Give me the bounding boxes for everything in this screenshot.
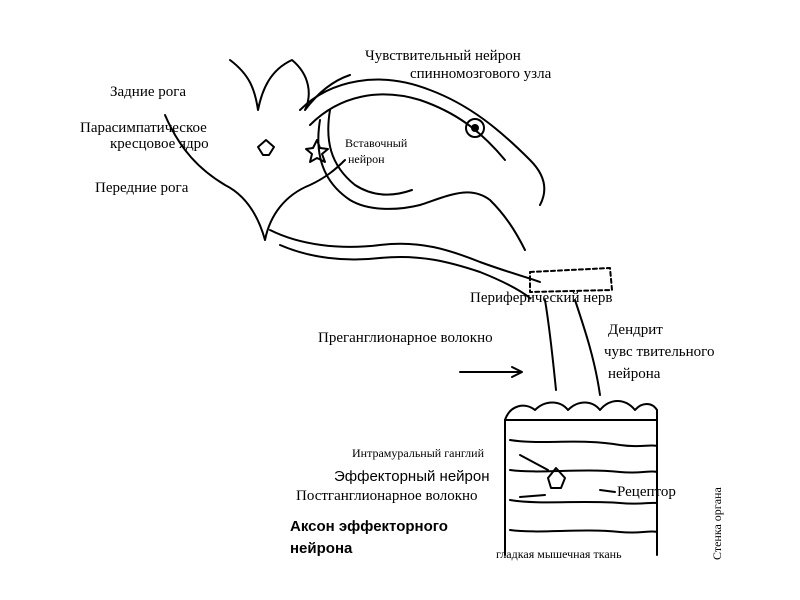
- sensory-ganglion-cell: [465, 118, 485, 138]
- pointer-receptor: [599, 489, 616, 493]
- smooth-muscle-label: гладкая мышечная ткань: [496, 547, 622, 561]
- organ-wall-label: Стенка органа: [710, 487, 724, 560]
- receptor-label: Рецептор: [617, 484, 676, 500]
- dendrite-label-line3: нейрона: [608, 366, 661, 382]
- pointer-ganglion: [519, 454, 549, 471]
- effector-axon-label-line1: Аксон эффекторного: [290, 518, 448, 535]
- interneuron-loop: [317, 119, 526, 251]
- peripheral-nerve-left: [544, 299, 557, 391]
- pointer-postganglionic: [519, 494, 546, 498]
- interneuron-label-line2: нейрон: [348, 152, 385, 166]
- effector-neuron-label: Эффекторный нейрон: [334, 468, 490, 485]
- dorsal-root-outer: [299, 78, 546, 206]
- peripheral-nerve-label: Периферический нерв: [470, 290, 613, 306]
- anterior-horns-label: Передние рога: [95, 180, 189, 196]
- intramural-ganglion-label: Интрамуральный ганглий: [352, 446, 485, 460]
- interneuron-label-line1: Вставочный: [345, 136, 408, 150]
- sensory-neuron-label-line2: спинномозгового узла: [410, 66, 552, 82]
- sensory-neuron-label-line1: Чувствительный нейрон: [365, 48, 521, 64]
- parasympathetic-nucleus-label-line2: кресцовое ядро: [110, 136, 209, 152]
- preganglionic-fiber-label: Преганглионарное волокно: [318, 330, 493, 346]
- postganglionic-fiber-label: Постганглионарное волокно: [296, 488, 478, 504]
- peripheral-nerve-right: [574, 299, 601, 396]
- organ-wall-surface: [504, 400, 658, 421]
- interneuron-cell: [305, 139, 329, 163]
- effector-neuron-cell: [547, 467, 566, 489]
- central-canal: [257, 139, 275, 156]
- dendrite-label-line2: чувс твительного: [604, 344, 715, 360]
- parasympathetic-nucleus-label-line1: Парасимпатическое: [80, 120, 207, 136]
- ventral-root: [269, 229, 541, 283]
- nerve-section-box: [529, 267, 613, 293]
- dendrite-label-line1: Дендрит: [608, 322, 663, 338]
- effector-axon-label-line2: нейрона: [290, 540, 353, 557]
- dorsal-horns-label: Задние рога: [110, 84, 187, 100]
